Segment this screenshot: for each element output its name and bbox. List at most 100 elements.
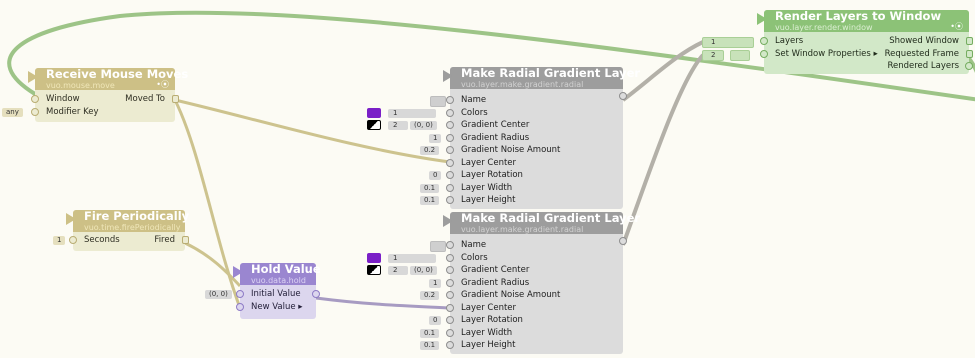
list-item-colors[interactable]: 1 — [367, 107, 436, 118]
port-label: Gradient Center — [461, 120, 530, 130]
input-port-initial-value[interactable] — [236, 290, 244, 298]
input-port-layer-center[interactable] — [446, 158, 454, 167]
input-port-layer-center[interactable] — [446, 303, 454, 312]
constant-value[interactable]: 0 — [429, 171, 442, 180]
cable-fired-to-holdvalue[interactable] — [184, 241, 242, 288]
input-port-gradient-radius[interactable] — [446, 133, 454, 142]
port-label: Showed Window — [889, 36, 959, 46]
output-port-layer[interactable] — [619, 92, 627, 100]
input-port-colors[interactable] — [446, 108, 454, 117]
constant-value[interactable]: 0.1 — [420, 341, 440, 350]
list-item-colors[interactable]: 2 — [367, 120, 408, 130]
constant-value[interactable]: (0, 0) — [205, 290, 232, 299]
color-swatch[interactable] — [367, 265, 381, 275]
constant-value[interactable]: 1 — [429, 278, 442, 288]
input-port-seconds[interactable] — [69, 236, 77, 244]
port-label: Window — [46, 94, 80, 104]
node-fire-periodically[interactable]: Fire Periodically vuo.time.firePeriodica… — [53, 210, 189, 251]
list-item-colors[interactable]: 1 — [367, 252, 436, 263]
input-port-layer-width[interactable] — [446, 328, 454, 337]
node-class-name: vuo.layer.make.gradient.radial — [461, 80, 584, 89]
input-port-layer-rotation[interactable] — [446, 171, 454, 179]
port-label: Initial Value — [251, 289, 301, 299]
constant-value[interactable]: (0, 0) — [410, 121, 437, 130]
color-swatch[interactable] — [367, 120, 381, 130]
port-label: Layer Height — [461, 195, 516, 205]
port-row: 1 Colors — [367, 107, 623, 120]
constant-value[interactable]: any — [2, 107, 23, 117]
constant-value[interactable]: 1 — [53, 236, 66, 245]
list-item-ghost — [730, 49, 750, 61]
port-label: Fired — [154, 235, 175, 245]
input-port-modifier-key[interactable] — [31, 107, 39, 116]
input-port-gradient-center[interactable] — [446, 121, 454, 129]
output-port-showed-window[interactable] — [966, 37, 973, 45]
input-port-name[interactable] — [446, 241, 454, 249]
constant-value[interactable]: 1 — [429, 133, 442, 143]
list-item-colors[interactable]: 2 — [367, 265, 408, 275]
output-port-requested-frame[interactable] — [966, 49, 973, 58]
port-row: New Value ▸ — [236, 301, 316, 314]
node-hold-value[interactable]: Hold Value vuo.data.hold (0, 0) Initial … — [205, 263, 321, 319]
node-header[interactable]: Make Radial Gradient Layer vuo.layer.mak… — [443, 211, 641, 234]
node-header[interactable]: Render Layers to Window vuo.layer.render… — [757, 9, 969, 32]
input-port-gradient-noise-amount[interactable] — [446, 291, 454, 299]
input-port-colors[interactable] — [446, 253, 454, 262]
event-trigger-icon — [757, 13, 767, 25]
output-port-layer[interactable] — [619, 237, 627, 245]
node-header[interactable]: Make Radial Gradient Layer vuo.layer.mak… — [443, 66, 641, 89]
port-row: 1 Colors — [367, 252, 623, 265]
constant-value[interactable]: 0.1 — [420, 196, 440, 205]
port-label: Layers — [775, 36, 804, 46]
constant-value[interactable]: 0.1 — [420, 183, 440, 193]
port-row: 0.2 Gradient Noise Amount — [420, 289, 623, 302]
port-label: Name — [461, 95, 487, 105]
output-port-held-value[interactable] — [312, 290, 320, 298]
output-port-moved-to[interactable] — [172, 95, 179, 103]
list-item-layers[interactable]: 1 — [702, 37, 754, 48]
output-port-fired[interactable] — [182, 236, 189, 244]
node-make-radial-gradient-layer[interactable]: Make Radial Gradient Layer vuo.layer.mak… — [367, 66, 641, 209]
input-port-new-value[interactable] — [236, 302, 244, 311]
input-port-layer-height[interactable] — [446, 341, 454, 349]
empty-constant[interactable] — [430, 241, 446, 252]
input-port-layers[interactable] — [760, 37, 768, 45]
input-port-gradient-center[interactable] — [446, 266, 454, 274]
node-receive-mouse-moves[interactable]: Receive Mouse Moves vuo.mouse.move •⦿ Wi… — [2, 68, 188, 122]
empty-constant[interactable] — [430, 96, 446, 107]
port-row: Window Moved To — [31, 93, 179, 106]
output-port-rendered-layers[interactable] — [965, 62, 973, 70]
input-port-name[interactable] — [446, 96, 454, 104]
color-swatch[interactable] — [367, 107, 381, 118]
node-header[interactable]: Receive Mouse Moves vuo.mouse.move •⦿ — [28, 68, 188, 90]
node-title: Render Layers to Window — [775, 9, 942, 23]
input-port-gradient-radius[interactable] — [446, 278, 454, 287]
constant-value[interactable]: (0, 0) — [410, 266, 437, 275]
constant-value[interactable]: 0 — [429, 316, 442, 325]
port-row: Name — [430, 237, 627, 252]
input-port-layer-height[interactable] — [446, 196, 454, 204]
node-title: Make Radial Gradient Layer — [461, 66, 641, 80]
cable-mouse-to-holdvalue-new[interactable] — [173, 99, 242, 309]
node-header[interactable]: Hold Value vuo.data.hold — [233, 263, 321, 285]
port-row: any Modifier Key — [2, 106, 175, 119]
constant-value[interactable]: 0.1 — [420, 328, 440, 338]
color-swatch[interactable] — [367, 252, 381, 263]
input-port-set-window-properties[interactable] — [760, 49, 768, 58]
input-port-layer-width[interactable] — [446, 183, 454, 192]
input-port-gradient-noise-amount[interactable] — [446, 146, 454, 154]
node-make-radial-gradient-layer[interactable]: Make Radial Gradient Layer vuo.layer.mak… — [367, 211, 641, 354]
input-port-layer-rotation[interactable] — [446, 316, 454, 324]
port-label: Modifier Key — [46, 106, 99, 117]
node-header[interactable]: Fire Periodically vuo.time.firePeriodica… — [66, 210, 189, 232]
input-port-window[interactable] — [31, 95, 39, 103]
constant-value[interactable]: 0.2 — [420, 146, 440, 155]
port-row: 0 Layer Rotation — [429, 169, 623, 182]
node-title: Make Radial Gradient Layer — [461, 211, 641, 225]
list-item-layers[interactable]: 2 — [702, 49, 724, 61]
constant-value[interactable]: 0.2 — [420, 291, 440, 300]
port-label: Layer Rotation — [461, 170, 523, 180]
event-wireless-icon: •⦿ — [156, 80, 169, 89]
node-render-layers-to-window[interactable]: Render Layers to Window vuo.layer.render… — [702, 9, 973, 74]
